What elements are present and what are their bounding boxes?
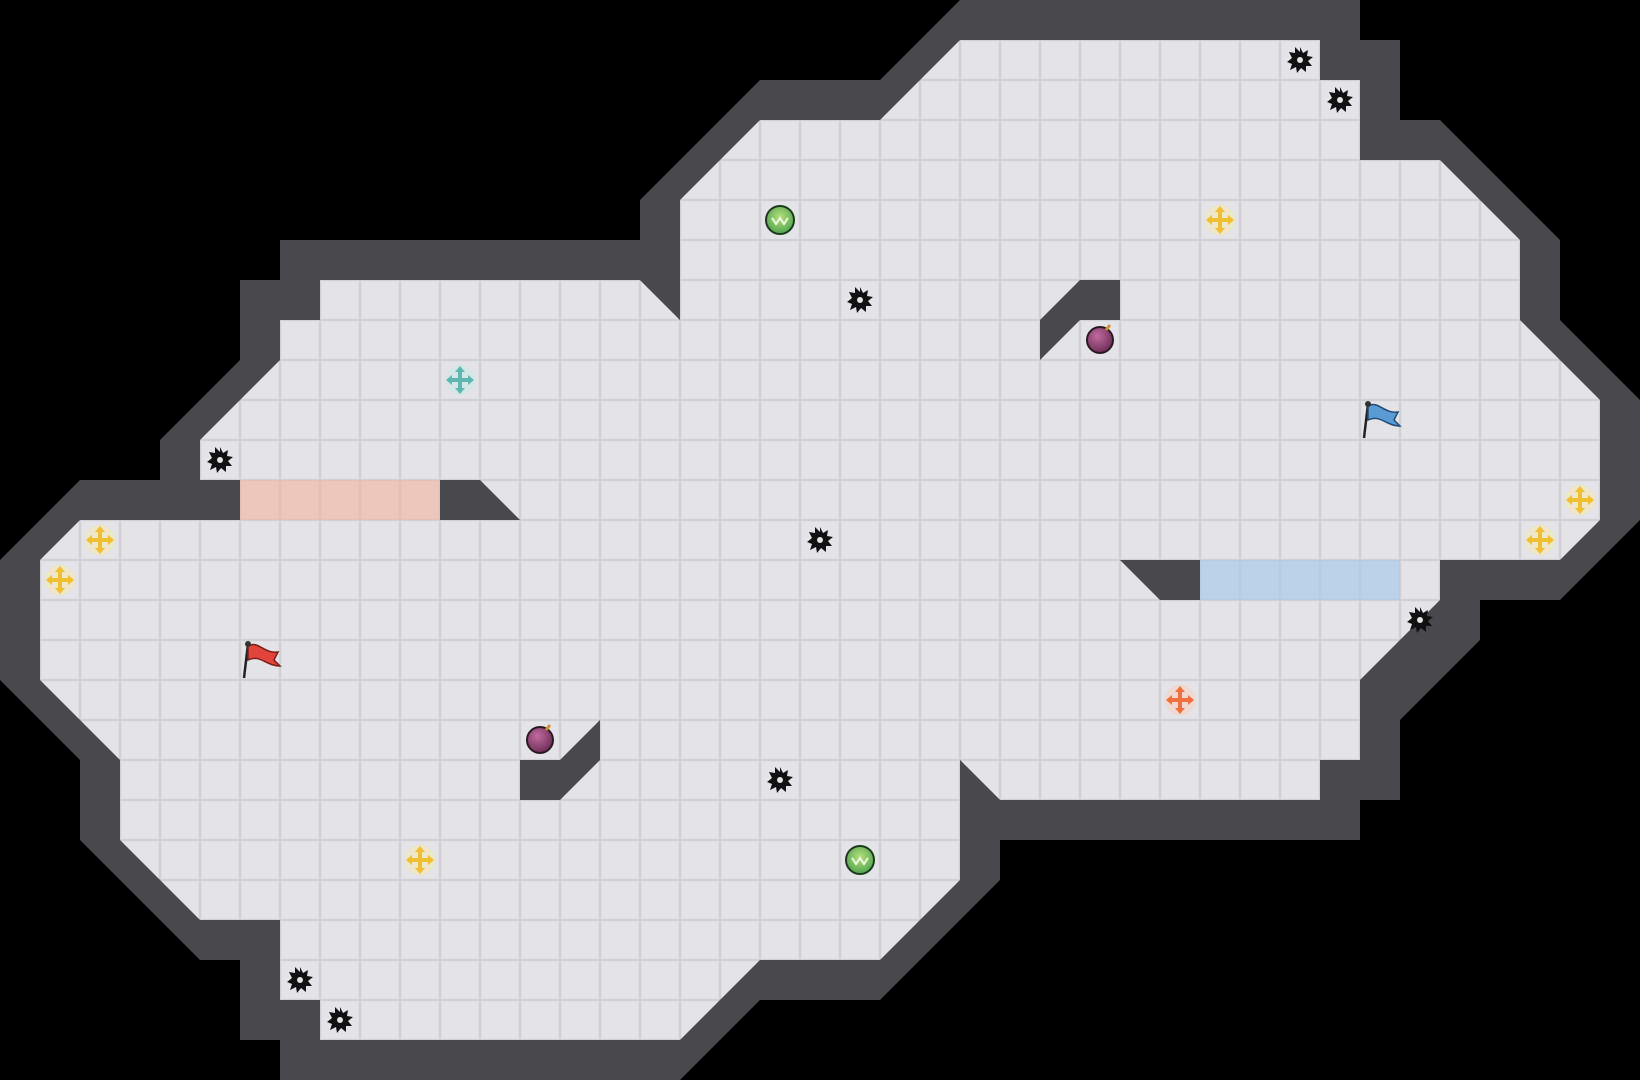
portal-icon: [845, 845, 875, 875]
yellow-boost-icon: [1565, 485, 1595, 515]
teal-boost-icon: [445, 365, 475, 395]
boosts: [45, 205, 1595, 875]
bombs: [526, 324, 1114, 754]
yellow-boost-icon: [85, 525, 115, 555]
blue-team-zone: [1200, 560, 1400, 600]
bomb-icon: [1086, 324, 1114, 354]
inner-walls: [440, 240, 1200, 880]
bomb-icon: [526, 724, 554, 754]
orange-boost-icon: [1165, 685, 1195, 715]
yellow-boost-icon: [1205, 205, 1235, 235]
yellow-boost-icon: [45, 565, 75, 595]
red-team-zone: [240, 480, 440, 520]
red-flag-icon: [242, 641, 282, 679]
yellow-boost-icon: [1525, 525, 1555, 555]
yellow-boost-icon: [405, 845, 435, 875]
portal-icon: [765, 205, 795, 235]
portals: [765, 205, 875, 875]
blue-flag-icon: [1362, 401, 1402, 439]
